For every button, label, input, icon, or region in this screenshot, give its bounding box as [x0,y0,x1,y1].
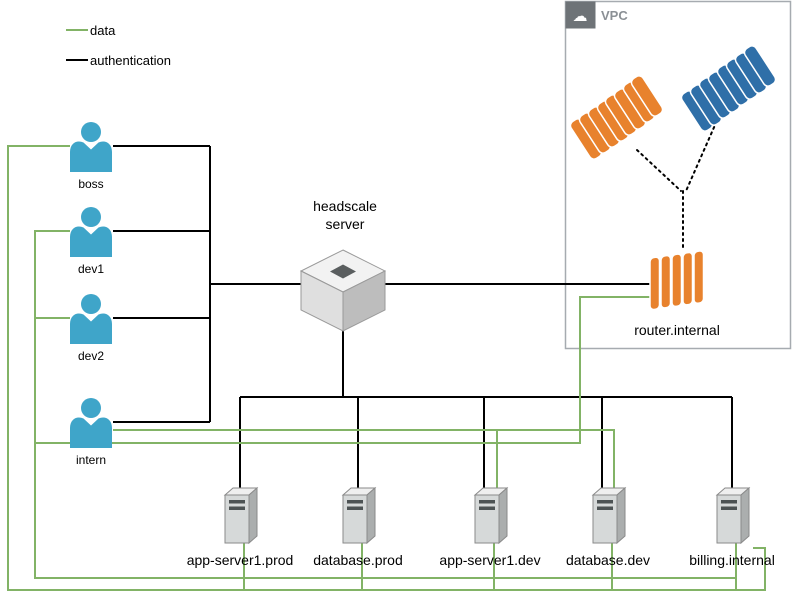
orange-subnet-stack-icon [569,75,664,160]
vpc-box: ☁ [564,0,792,350]
user-label-dev2: dev2 [77,349,105,363]
router-icon [649,250,705,311]
vpc-label: VPC [601,8,628,23]
server-label-database-dev: database.dev [565,552,651,568]
server-icon-billing-internal [716,487,750,544]
server-label-billing-internal: billing.internal [689,552,775,568]
server-icon-app-server1-prod [224,487,258,544]
server-label-database-prod: database.prod [313,552,403,568]
router-label: router.internal [634,322,720,338]
blue-subnet-stack-icon [680,45,777,132]
vpc-badge [565,1,596,29]
headscale-cube-icon [299,249,387,332]
dotted-link-orange-stack [636,149,682,192]
legend-data-label: data [90,23,116,38]
server-label-app-server1-dev: app-server1.dev [439,552,541,568]
cloud-icon: ☁ [573,8,588,25]
legend-auth-label: authentication [90,53,171,68]
server-icon-database-prod [342,487,376,544]
server-icon-app-server1-dev [474,487,508,544]
dotted-link-blue-stack [685,115,720,192]
headscale-server-label: headscale server [313,197,377,233]
data-line-dev-bus [34,230,736,579]
user-label-boss: boss [78,177,104,191]
data-line-to-router [35,296,651,444]
user-label-intern: intern [75,453,107,467]
headscale-label-line1: headscale [313,198,377,214]
server-icon-database-dev [592,487,626,544]
data-line-intern-to-dev-servers [113,429,615,489]
user-icon-boss [70,122,112,172]
user-icon-intern [70,398,112,448]
data-line-boss-loop [7,145,766,591]
vpc-border [564,0,792,350]
headscale-label-line2: server [325,216,365,232]
server-label-app-server1-prod: app-server1.prod [186,552,294,568]
user-label-dev1: dev1 [77,262,105,276]
user-icon-dev2 [70,294,112,344]
user-icon-dev1 [70,207,112,257]
